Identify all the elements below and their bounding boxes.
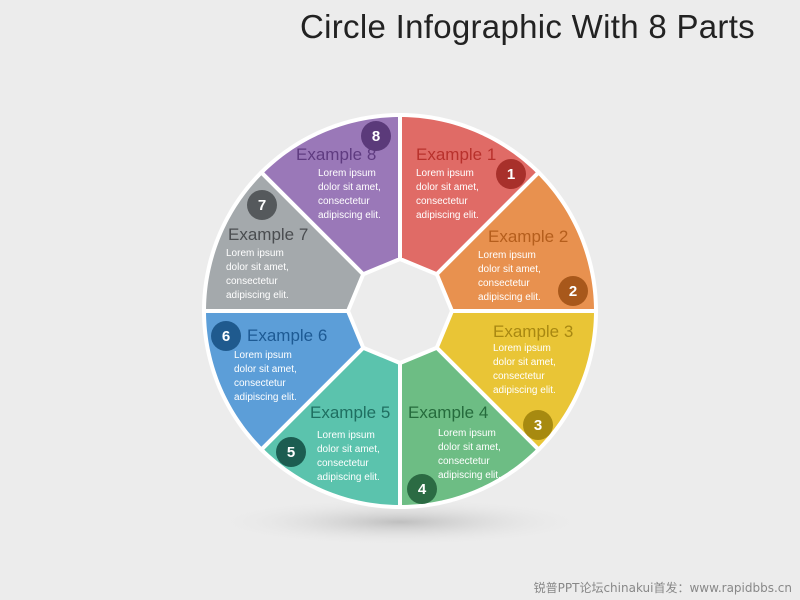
segment-6-body-line: dolor sit amet, [234, 364, 297, 375]
badge-number: 7 [258, 197, 266, 214]
segment-6-body-line: adipiscing elit. [234, 392, 297, 403]
segment-4-title: Example 4 [408, 403, 488, 422]
segment-1-body-line: consectetur [416, 196, 468, 207]
badge-number: 1 [507, 166, 515, 183]
segment-8-body-line: dolor sit amet, [318, 182, 381, 193]
segment-2-body-line: Lorem ipsum [478, 250, 536, 261]
segment-5-body-line: consectetur [317, 458, 369, 469]
segment-3-body-line: adipiscing elit. [493, 385, 556, 396]
segment-8-body-line: Lorem ipsum [318, 168, 376, 179]
segment-1-body-line: dolor sit amet, [416, 182, 479, 193]
segment-7-title: Example 7 [228, 225, 308, 244]
segment-5-body-line: dolor sit amet, [317, 444, 380, 455]
segment-3-number-badge: 3 [523, 410, 553, 440]
segment-8-body-line: consectetur [318, 196, 370, 207]
segment-3 [434, 309, 599, 453]
segment-8-body-line: adipiscing elit. [318, 210, 381, 221]
segment-3-body-line: Lorem ipsum [493, 343, 551, 354]
badge-number: 6 [222, 328, 230, 345]
badge-circle [211, 321, 241, 351]
segment-1-body-line: Lorem ipsum [416, 168, 474, 179]
badge-circle [361, 121, 391, 151]
segment-2-title: Example 2 [488, 227, 568, 246]
segment-5-number-badge: 5 [276, 437, 306, 467]
segment-1-body-line: adipiscing elit. [416, 210, 479, 221]
segment-6-body-line: consectetur [234, 378, 286, 389]
segment-7-body-line: adipiscing elit. [226, 290, 289, 301]
segment-3-body-line: consectetur [493, 371, 545, 382]
badge-circle [523, 410, 553, 440]
segment-4-body-line: dolor sit amet, [438, 442, 501, 453]
segment-1-number-badge: 1 [496, 159, 526, 189]
segment-3-body-line: dolor sit amet, [493, 357, 556, 368]
segment-5 [258, 345, 402, 510]
segment-2 [434, 169, 599, 313]
segment-6-number-badge: 6 [211, 321, 241, 351]
segment-4 [398, 345, 542, 510]
segment-2-body-line: dolor sit amet, [478, 264, 541, 275]
segment-1-title: Example 1 [416, 145, 496, 164]
segment-7-body-line: dolor sit amet, [226, 262, 289, 273]
badge-number: 4 [418, 481, 427, 498]
segment-4-body-line: consectetur [438, 456, 490, 467]
badge-circle [496, 159, 526, 189]
badge-circle [407, 474, 437, 504]
badge-number: 5 [287, 444, 295, 461]
segment-6-body-line: Lorem ipsum [234, 350, 292, 361]
badge-number: 3 [534, 417, 542, 434]
segment-2-body-line: consectetur [478, 278, 530, 289]
segment-6-title: Example 6 [247, 326, 327, 345]
segment-8 [258, 112, 402, 277]
segment-6 [201, 309, 366, 453]
badge-circle [558, 276, 588, 306]
wheel-shadow [210, 498, 590, 546]
badge-circle [276, 437, 306, 467]
segment-7-body-line: Lorem ipsum [226, 248, 284, 259]
segment-4-body-line: Lorem ipsum [438, 428, 496, 439]
badge-circle [247, 190, 277, 220]
segment-5-body-line: Lorem ipsum [317, 430, 375, 441]
badge-number: 8 [372, 128, 380, 145]
segment-5-title: Example 5 [310, 403, 390, 422]
segment-4-number-badge: 4 [407, 474, 437, 504]
footer-watermark: 锐普PPT论坛chinakui首发：www.rapidbbs.cn [533, 581, 792, 595]
segment-8-title: Example 8 [296, 145, 376, 164]
badge-number: 2 [569, 283, 577, 300]
segment-3-title: Example 3 [493, 322, 573, 341]
segment-1 [398, 112, 542, 277]
segment-2-number-badge: 2 [558, 276, 588, 306]
segment-7-number-badge: 7 [247, 190, 277, 220]
segment-8-number-badge: 8 [361, 121, 391, 151]
segment-5-body-line: adipiscing elit. [317, 472, 380, 483]
segment-2-body-line: adipiscing elit. [478, 292, 541, 303]
slide-title: Circle Infographic With 8 Parts [300, 8, 755, 45]
segment-4-body-line: adipiscing elit. [438, 470, 501, 481]
segment-7-body-line: consectetur [226, 276, 278, 287]
segment-7 [201, 169, 366, 313]
